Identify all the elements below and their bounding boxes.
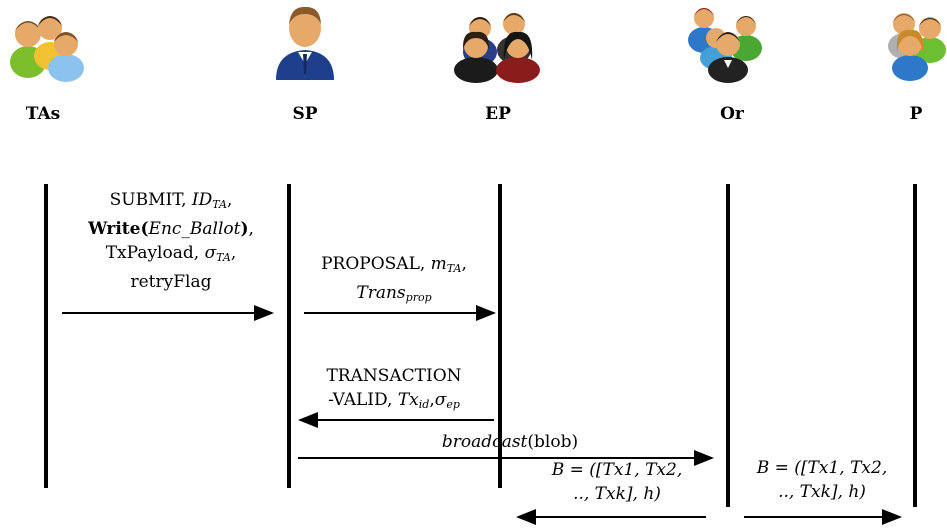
lifeline-p — [913, 184, 917, 507]
group-icon — [454, 13, 540, 83]
lifeline-sp — [287, 184, 291, 488]
block-message-or: B = ([Tx1, Tx2, .., Txk], h) — [551, 460, 683, 504]
submit-message: SUBMIT, IDTA, Write(Enc_Ballot), TxPaylo… — [88, 190, 254, 292]
ep-actor-icon — [448, 4, 548, 84]
actor-label-sp: SP — [292, 104, 318, 124]
lifeline-or — [726, 184, 730, 507]
group-icon — [888, 13, 946, 81]
block-message-p: B = ([Tx1, Tx2, .., Txk], h) — [756, 458, 888, 502]
p-actor-icon — [880, 4, 947, 82]
transaction-valid-message: TRANSACTION -VALID, Txid,σep — [326, 366, 462, 411]
actor-label-tas: TAs — [25, 104, 61, 124]
broadcast-message: broadcast(blob) — [441, 432, 579, 452]
lifeline-ep — [498, 184, 502, 488]
tas-actor-icon — [4, 4, 88, 82]
group-icon — [10, 16, 84, 82]
actor-label-p: P — [909, 104, 923, 124]
sp-actor-icon — [270, 2, 340, 82]
actor-label-ep: EP — [485, 104, 511, 124]
group-icon — [688, 8, 762, 83]
proposal-message: PROPOSAL, mTA, Transprop — [321, 254, 467, 304]
or-actor-icon — [680, 2, 776, 84]
lifeline-tas — [44, 184, 48, 488]
person-icon — [276, 6, 334, 80]
actor-label-or: Or — [720, 104, 744, 124]
